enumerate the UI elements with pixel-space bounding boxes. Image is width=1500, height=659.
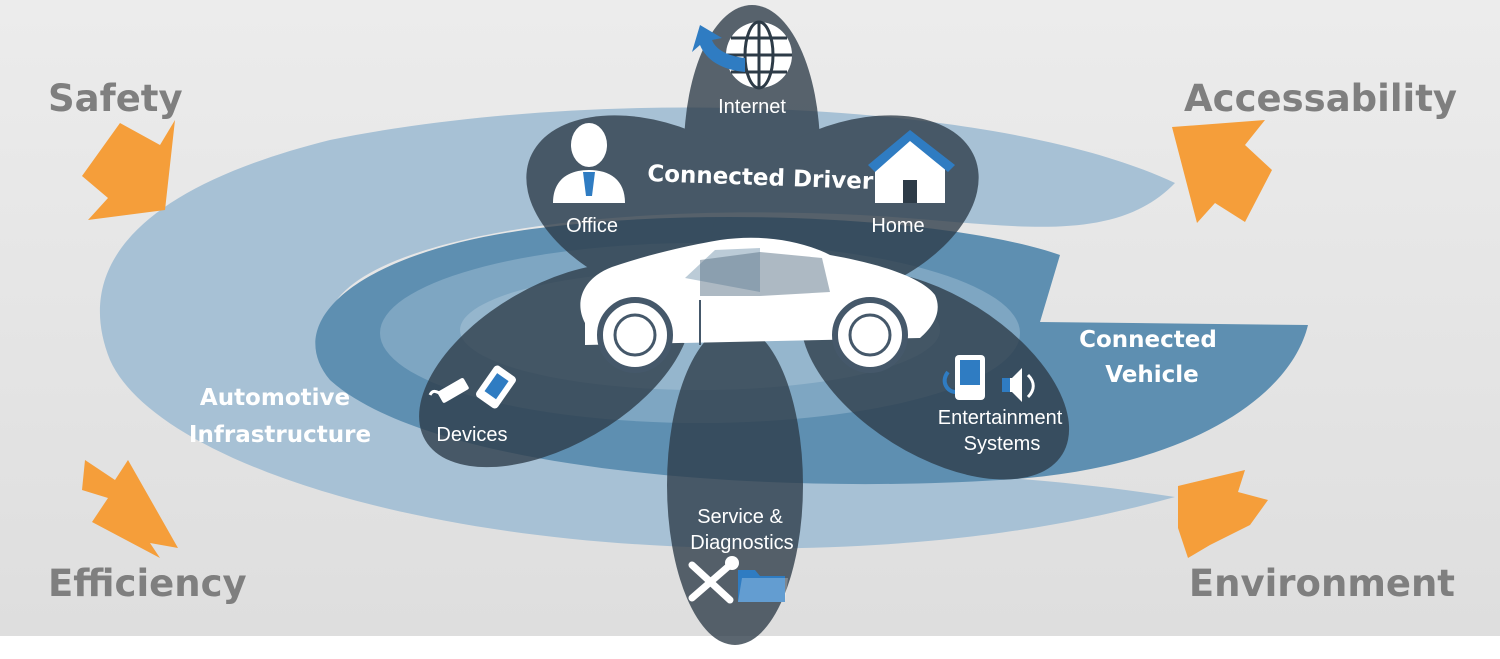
petal-label-entertainment-line1: Entertainment bbox=[938, 407, 1063, 429]
infrastructure-label-line1: Automotive bbox=[200, 385, 350, 411]
petal-label-service-line2: Diagnostics bbox=[690, 532, 793, 554]
petal-label-home: Home bbox=[871, 215, 924, 237]
infrastructure-label-line2: Infrastructure bbox=[189, 422, 371, 448]
vehicle-label-line1: Connected bbox=[1079, 327, 1217, 353]
environment-label: Environment bbox=[1189, 562, 1455, 605]
efficiency-label: Efficiency bbox=[48, 562, 247, 605]
petal-label-devices: Devices bbox=[436, 424, 507, 446]
accessability-label: Accessability bbox=[1184, 77, 1457, 120]
petal-label-service-line1: Service & bbox=[697, 506, 783, 528]
vehicle-label-line2: Vehicle bbox=[1105, 362, 1199, 388]
petal-label-office: Office bbox=[566, 215, 618, 237]
petal-label-internet: Internet bbox=[718, 96, 786, 118]
safety-label: Safety bbox=[48, 77, 183, 120]
petal-label-entertainment-line2: Systems bbox=[964, 433, 1041, 455]
